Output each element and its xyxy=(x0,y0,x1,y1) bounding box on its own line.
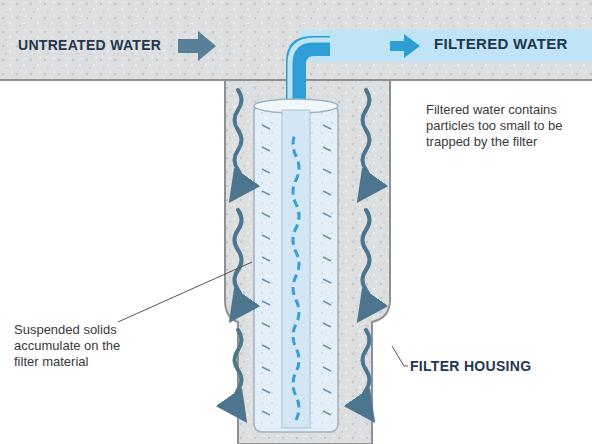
filter-housing xyxy=(225,80,390,444)
part-label: FILTER HOUSING xyxy=(410,358,580,374)
flow-arrow xyxy=(235,210,242,310)
leader-line xyxy=(118,262,252,322)
filter-cartridge xyxy=(254,104,338,432)
note-text: Filtered water contains particles too sm… xyxy=(426,102,584,150)
flow-arrow xyxy=(363,90,370,190)
inlet-label: UNTREATED WATER xyxy=(18,37,178,53)
outlet-label: FILTERED WATER xyxy=(434,36,584,52)
flow-arrow xyxy=(235,330,242,410)
leader-line xyxy=(392,346,404,366)
flow-arrow xyxy=(235,90,242,190)
filter-core xyxy=(282,110,310,428)
flow-arrow xyxy=(363,330,370,410)
note-text: Suspended solids accumulate on the filte… xyxy=(14,322,138,370)
flow-arrow xyxy=(363,210,370,310)
outlet-flow xyxy=(300,30,592,62)
core-flow xyxy=(293,132,299,420)
